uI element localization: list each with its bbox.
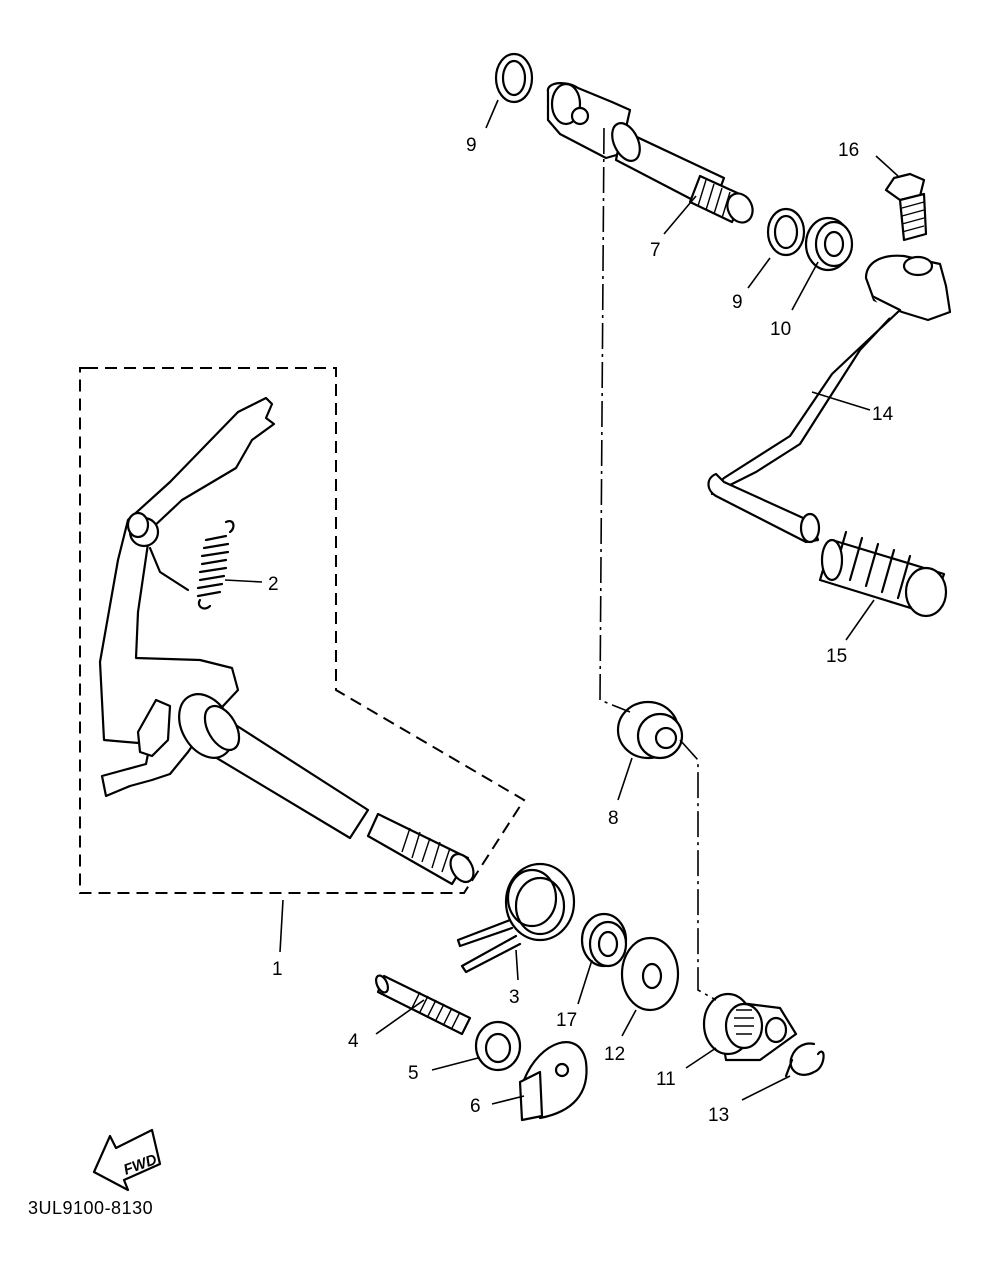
callout-15: 15 (826, 646, 847, 667)
callout-17: 17 (556, 1010, 577, 1031)
washer-lower (766, 207, 806, 257)
centre-line-left (599, 127, 631, 713)
shift-shaft-upper (546, 82, 754, 224)
leader-lines (224, 99, 899, 1105)
callout-11: 11 (656, 1069, 676, 1090)
return-spring (196, 520, 235, 610)
part-code: 3UL9100-8130 (28, 1198, 154, 1218)
lever-boss (702, 992, 798, 1062)
flat-washer (620, 936, 680, 1012)
callout-12: 12 (604, 1044, 625, 1065)
pedal-rubber (818, 530, 948, 618)
callout-9a: 9 (466, 135, 477, 156)
assembly-boundary (79, 367, 526, 894)
circlip (784, 1042, 825, 1078)
callout-4: 4 (348, 1031, 359, 1052)
torsion-spring (456, 862, 576, 974)
washer-upper (494, 52, 534, 104)
shift-pedal (707, 254, 952, 544)
callout-1: 1 (272, 959, 283, 980)
callout-16: 16 (838, 140, 859, 161)
callout-13: 13 (708, 1105, 729, 1126)
centre-line-right (679, 739, 717, 1001)
callout-7: 7 (650, 240, 661, 261)
callout-6: 6 (470, 1096, 481, 1117)
callout-5: 5 (408, 1063, 419, 1084)
callout-10: 10 (770, 319, 791, 340)
nut (474, 1020, 522, 1072)
oil-seal-upper (804, 216, 854, 272)
collar (616, 700, 684, 760)
oil-seal-lower (580, 912, 628, 968)
callout-9b: 9 (732, 292, 743, 313)
callout-8: 8 (608, 808, 619, 829)
callout-2: 2 (268, 574, 279, 595)
pin-bolt (374, 974, 472, 1036)
pinch-bolt (884, 172, 928, 242)
plate-washer (518, 1041, 588, 1122)
shift-shaft-assembly (98, 396, 475, 886)
callout-3: 3 (509, 987, 520, 1008)
callout-14: 14 (872, 404, 894, 425)
forward-arrow-icon: FWD (92, 1128, 162, 1192)
